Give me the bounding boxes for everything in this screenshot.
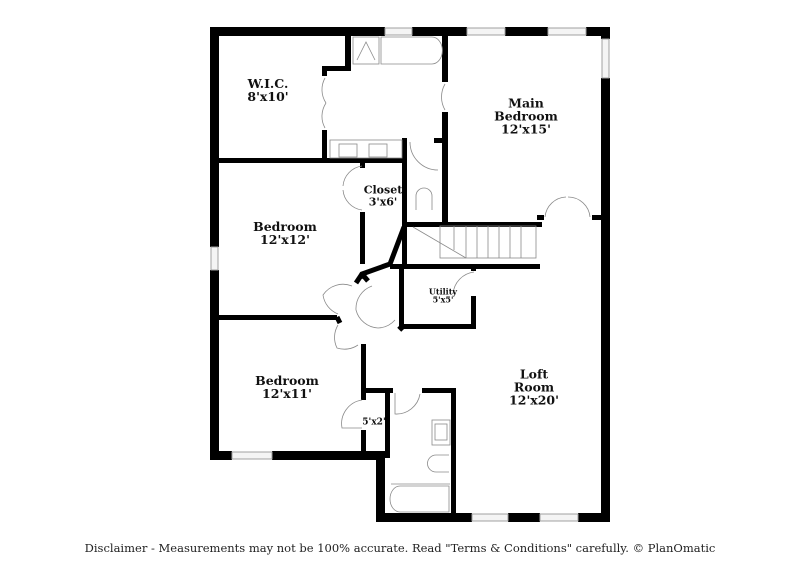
room-label-utility: Utility 5'x5' <box>428 286 458 305</box>
interior-walls <box>218 34 602 516</box>
room-name: Bedroom <box>253 218 317 234</box>
room-label-bedroom-2: Bedroom 12'x11' <box>255 374 319 400</box>
exterior-walls <box>210 27 610 522</box>
room-name: Utility <box>428 286 458 297</box>
room-label-main-bedroom: Main Bedroom 12'x15' <box>494 95 558 137</box>
doors <box>321 77 591 429</box>
room-name-line2: Room <box>513 379 555 395</box>
disclaimer-text: Disclaimer - Measurements may not be 100… <box>84 541 716 555</box>
room-label-loft: Loft Room 12'x20' <box>509 366 559 408</box>
room-name: Bedroom <box>255 372 319 388</box>
room-size: 5'x5' <box>432 295 454 305</box>
room-label-wic: W.I.C. 8'x10' <box>247 77 288 103</box>
room-size: 12'x12' <box>260 232 310 247</box>
room-size: 12'x11' <box>262 386 312 401</box>
stairs <box>412 225 537 259</box>
room-name: Closet <box>363 183 403 197</box>
room-size: 8'x10' <box>247 89 289 104</box>
room-name-line1: Loft <box>519 366 549 382</box>
room-size: 12'x20' <box>509 392 559 408</box>
room-name: W.I.C. <box>247 75 289 91</box>
room-label-small-closet: 5'x2' <box>362 417 386 428</box>
room-label-closet: Closet 3'x6' <box>364 184 403 207</box>
room-size: 12'x15' <box>501 121 551 137</box>
room-size: 5'x2' <box>362 417 386 428</box>
room-label-bedroom-1: Bedroom 12'x12' <box>253 220 317 246</box>
room-name-line1: Main <box>508 95 544 111</box>
windows <box>210 27 610 522</box>
diagonal-walls <box>334 226 407 332</box>
room-size: 3'x6' <box>368 195 398 208</box>
fixtures <box>329 36 451 513</box>
room-name-line2: Bedroom <box>494 108 558 124</box>
